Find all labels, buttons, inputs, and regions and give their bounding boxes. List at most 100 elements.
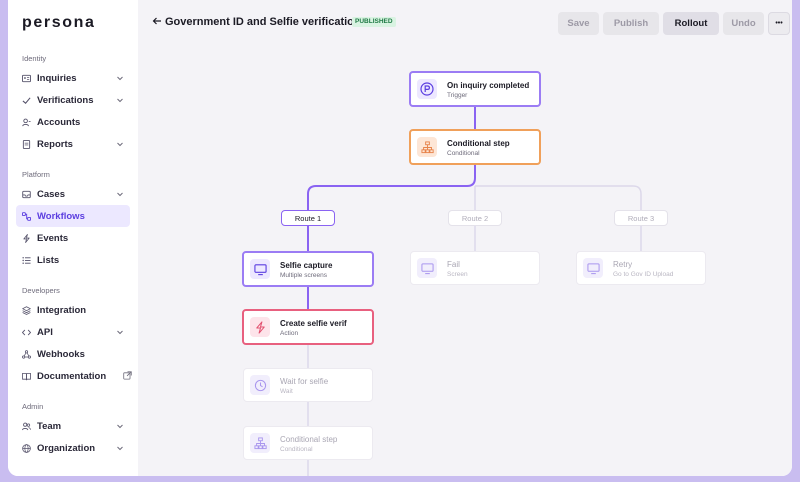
webhook-icon — [22, 349, 31, 359]
id-card-icon — [22, 74, 31, 83]
sidebar-item-lists[interactable]: Lists — [16, 249, 130, 271]
sidebar-item-label: Webhooks — [37, 348, 85, 360]
more-options-button[interactable]: ••• — [768, 12, 790, 35]
sidebar-item-team[interactable]: Team — [16, 415, 130, 437]
create-selfie-verif-node[interactable]: Create selfie verif Action — [242, 309, 374, 345]
node-title: Wait for selfie — [280, 377, 329, 386]
sidebar-item-label: Cases — [37, 188, 65, 200]
wait-for-selfie-node[interactable]: Wait for selfie Wait — [243, 368, 373, 402]
workflow-editor: Government ID and Selfie verification PU… — [138, 0, 792, 476]
globe-icon — [22, 443, 31, 453]
sidebar-item-label: Events — [37, 232, 69, 244]
status-badge: PUBLISHED — [352, 17, 396, 27]
sidebar-item-label: Accounts — [37, 116, 81, 128]
sidebar-item-label: Organization — [37, 442, 96, 454]
sidebar-item-label: Documentation — [37, 370, 107, 382]
workflow-connectors — [307, 106, 642, 476]
sidebar-item-label: Workflows — [37, 210, 85, 222]
sidebar-item-label: Inquiries — [37, 72, 77, 84]
sidebar-item-api[interactable]: API — [16, 321, 130, 343]
sidebar-item-webhooks[interactable]: Webhooks — [16, 343, 130, 365]
sidebar-item-integration[interactable]: Integration — [16, 299, 130, 321]
document-icon — [22, 139, 31, 149]
list-icon — [22, 256, 31, 265]
node-subtitle: Multiple screens — [280, 272, 327, 279]
chevron-down-icon[interactable] — [116, 96, 124, 104]
node-subtitle: Conditional — [447, 150, 480, 157]
route-3-label[interactable]: Route 3 — [614, 210, 668, 226]
chevron-down-icon[interactable] — [116, 444, 124, 452]
sidebar-item-label: Lists — [37, 254, 60, 266]
node-subtitle: Action — [280, 330, 299, 337]
sidebar-item-events[interactable]: Events — [16, 227, 130, 249]
node-title: Retry — [613, 260, 633, 269]
trigger-node[interactable]: On inquiry completed Trigger — [409, 71, 541, 107]
route-2-label[interactable]: Route 2 — [448, 210, 502, 226]
section-label-identity: Identity — [22, 54, 47, 63]
node-subtitle: Go to Gov ID Upload — [613, 271, 674, 278]
inbox-icon — [22, 190, 31, 199]
node-title: Fail — [447, 260, 460, 269]
app-window: persona Identity Inquiries Verifications… — [8, 0, 792, 476]
sidebar-item-inquiries[interactable]: Inquiries — [16, 67, 130, 89]
chevron-down-icon[interactable] — [116, 140, 124, 148]
node-subtitle: Trigger — [447, 92, 468, 99]
node-subtitle: Screen — [447, 271, 468, 278]
user-icon — [22, 118, 31, 127]
section-label-admin: Admin — [22, 402, 44, 411]
publish-button[interactable]: Publish — [603, 12, 659, 35]
conditional-node[interactable]: Conditional step Conditional — [409, 129, 541, 165]
rollout-button[interactable]: Rollout — [663, 12, 719, 35]
sidebar-item-label: API — [37, 326, 53, 338]
book-icon — [22, 372, 31, 381]
persona-logo[interactable]: persona — [22, 14, 96, 31]
retry-node[interactable]: Retry Go to Gov ID Upload — [576, 251, 706, 285]
sidebar-item-workflows[interactable]: Workflows — [16, 205, 130, 227]
section-label-developers: Developers — [22, 286, 60, 295]
bolt-icon — [250, 317, 270, 337]
save-button[interactable]: Save — [558, 12, 599, 35]
page-title: Government ID and Selfie verification — [165, 16, 361, 28]
sidebar-item-verifications[interactable]: Verifications — [16, 89, 130, 111]
node-title: On inquiry completed — [447, 81, 530, 90]
chevron-down-icon[interactable] — [116, 328, 124, 336]
node-title: Conditional step — [280, 435, 338, 444]
chevron-down-icon[interactable] — [116, 422, 124, 430]
bolt-icon — [22, 233, 31, 243]
persona-p-icon — [417, 79, 437, 99]
route-1-label[interactable]: Route 1 — [281, 210, 335, 226]
branch-icon — [417, 137, 437, 157]
layers-icon — [22, 305, 31, 315]
node-subtitle: Wait — [280, 388, 293, 395]
screen-icon — [583, 258, 603, 278]
sidebar-item-label: Verifications — [37, 94, 94, 106]
sidebar-item-label: Integration — [37, 304, 87, 316]
team-icon — [22, 422, 31, 431]
sidebar-item-accounts[interactable]: Accounts — [16, 111, 130, 133]
fail-node[interactable]: Fail Screen — [410, 251, 540, 285]
section-label-platform: Platform — [22, 170, 50, 179]
sidebar-item-cases[interactable]: Cases — [16, 183, 130, 205]
undo-button[interactable]: Undo — [723, 12, 764, 35]
external-link-icon[interactable] — [123, 371, 132, 380]
sidebar-item-reports[interactable]: Reports — [16, 133, 130, 155]
screen-icon — [250, 259, 270, 279]
conditional-step-node-2[interactable]: Conditional step Conditional — [243, 426, 373, 460]
selfie-capture-node[interactable]: Selfie capture Multiple screens — [242, 251, 374, 287]
node-title: Conditional step — [447, 139, 510, 148]
clock-icon — [250, 375, 270, 395]
sidebar-item-documentation[interactable]: Documentation — [16, 365, 132, 387]
back-arrow-icon[interactable] — [152, 16, 162, 26]
code-icon — [22, 328, 31, 337]
sidebar-item-label: Reports — [37, 138, 73, 150]
header: Government ID and Selfie verification PU… — [138, 0, 792, 44]
sidebar-item-organization[interactable]: Organization — [16, 437, 130, 459]
chevron-down-icon[interactable] — [116, 74, 124, 82]
node-subtitle: Conditional — [280, 446, 313, 453]
node-title: Selfie capture — [280, 261, 333, 270]
node-title: Create selfie verif — [280, 319, 347, 328]
sidebar-item-label: Team — [37, 420, 62, 432]
chevron-down-icon[interactable] — [116, 190, 124, 198]
branch-icon — [250, 433, 270, 453]
screen-icon — [417, 258, 437, 278]
